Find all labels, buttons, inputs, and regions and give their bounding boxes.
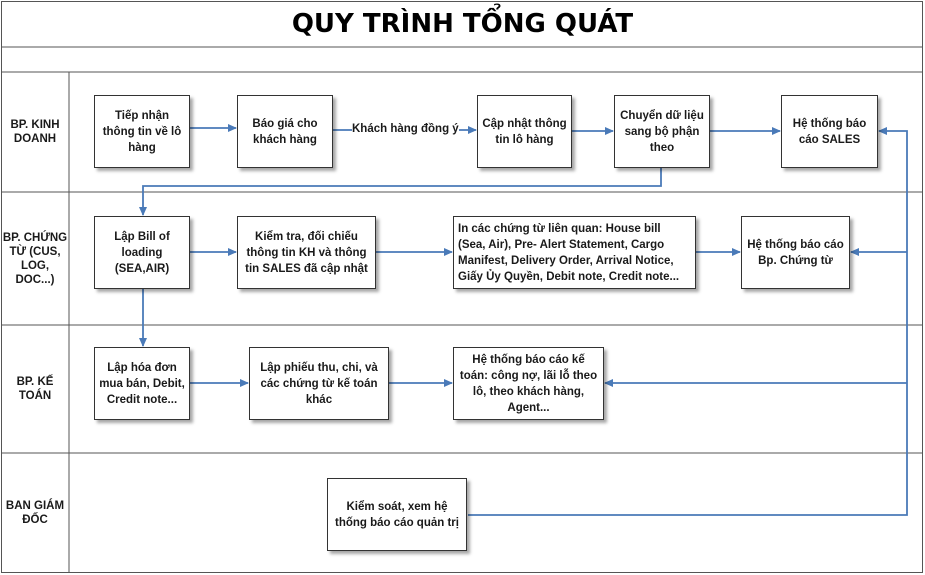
lane-ke-toan-label: BP. KẾ TOÁN [16, 376, 54, 402]
arrow-kiemsoat-feedback [468, 127, 908, 516]
lane-ban-giam-doc-label: BAN GIÁM ĐỐC [5, 500, 65, 526]
box-lap-bill: Lập Bill of loading (SEA,AIR) [94, 216, 190, 289]
arrow-chuyen-lapbill [139, 168, 662, 216]
lane-kinh-doanh-label: BP. KINH DOANH [10, 119, 60, 145]
lane-chung-tu-label: BP. CHỨNG TỪ (CUS, LOG, DOC...) [2, 231, 68, 286]
box-bao-gia: Báo giá cho khách hàng [237, 95, 333, 168]
box-tiep-nhan: Tiếp nhận thông tin về lô hàng [94, 95, 190, 168]
box-lap-phieu: Lập phiếu thu, chi, và các chứng từ kế t… [249, 347, 389, 420]
box-he-thong-chung-tu: Hệ thống báo cáo Bp. Chứng từ [741, 216, 850, 289]
box-kiem-soat: Kiểm soát, xem hệ thống báo cáo quản trị [327, 478, 467, 551]
page-title: QUY TRÌNH TỔNG QUÁT [291, 9, 634, 39]
box-lap-hoa-don: Lập hóa đơn mua bán, Debit, Credit note.… [94, 347, 190, 420]
box-chuyen-du-lieu: Chuyển dữ liệu sang bộ phận theo [614, 95, 710, 168]
box-he-thong-ke-toan: Hệ thống báo cáo kế toán: công nợ, lãi l… [453, 347, 604, 420]
box-in-chung-tu: In các chứng từ liên quan: House bill (S… [453, 216, 696, 289]
edge-label-khach-hang-dong-y: Khách hàng đồng ý [352, 123, 459, 135]
box-kiem-tra: Kiểm tra, đối chiếu thông tin KH và thôn… [237, 216, 376, 289]
box-he-thong-sales: Hệ thống báo cáo SALES [781, 95, 878, 168]
box-cap-nhat: Cập nhật thông tin lô hàng [477, 95, 572, 168]
